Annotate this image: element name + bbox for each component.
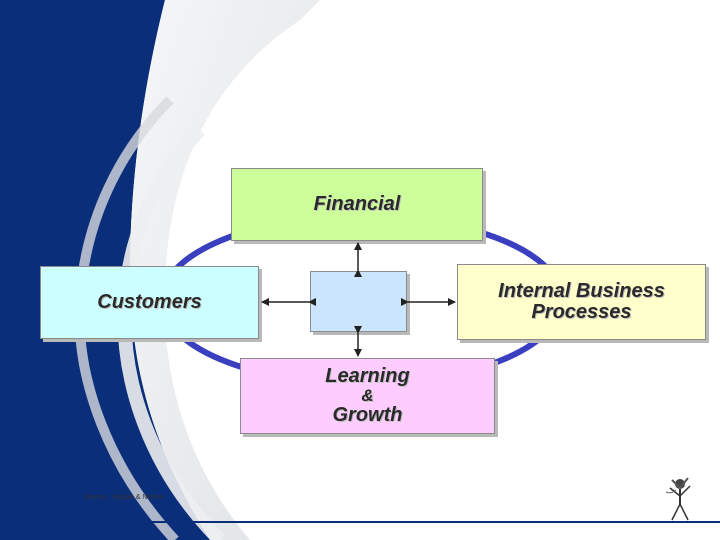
internal-business-processes-label: Internal Business Processes <box>498 281 665 323</box>
learning-growth-box: Learning & Growth <box>240 358 495 434</box>
customers-box: Customers <box>40 266 259 339</box>
figure-logo-icon <box>660 474 700 522</box>
customers-label: Customers <box>97 291 202 313</box>
vision-strategy-box <box>310 271 407 332</box>
source-note: Source : Kaplan & Norton <box>84 494 164 501</box>
internal-business-processes-box: Internal Business Processes <box>457 264 706 340</box>
learning-growth-label: Learning & Growth <box>325 366 409 426</box>
learning-label-line3: Growth <box>332 403 403 426</box>
financial-box: Financial <box>231 168 483 241</box>
learning-label-line1: Learning <box>325 365 410 388</box>
internal-label-line1: Internal Business <box>498 280 665 302</box>
learning-label-line2: & <box>361 386 374 406</box>
internal-label-line2: Processes <box>531 301 632 323</box>
financial-label: Financial <box>313 193 401 215</box>
